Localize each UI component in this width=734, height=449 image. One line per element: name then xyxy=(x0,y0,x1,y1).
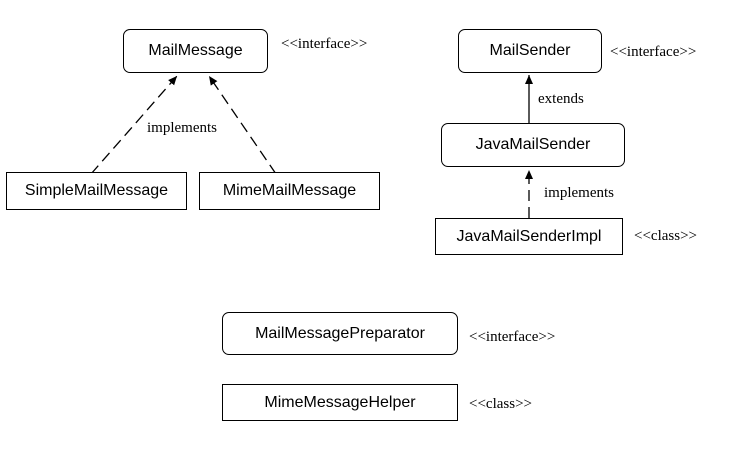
mime-message-helper-stereotype: <<class>> xyxy=(469,396,532,412)
java-mail-sender-implements-label: implements xyxy=(544,185,614,201)
mail-message-stereotype: <<interface>> xyxy=(281,36,368,52)
mail-sender-node: MailSender xyxy=(458,29,602,73)
java-mail-sender-label: JavaMailSender xyxy=(475,136,591,153)
edge-simple-mail-message-to-mail-message xyxy=(90,75,178,175)
mail-message-label: MailMessage xyxy=(148,42,243,59)
mime-message-helper-label: MimeMessageHelper xyxy=(264,393,416,411)
java-mail-sender-impl-label: JavaMailSenderImpl xyxy=(456,227,602,245)
mime-mail-message-node: MimeMailMessage xyxy=(199,172,380,210)
java-mail-sender-impl-stereotype: <<class>> xyxy=(634,228,697,244)
mail-sender-stereotype: <<interface>> xyxy=(610,44,697,60)
mime-message-helper-node: MimeMessageHelper xyxy=(222,384,458,421)
mail-message-implements-label: implements xyxy=(147,120,217,136)
simple-mail-message-label: SimpleMailMessage xyxy=(24,182,169,199)
edge-mime-mail-message-to-mail-message xyxy=(208,75,277,175)
mail-sender-extends-label: extends xyxy=(538,91,584,107)
mime-mail-message-label: MimeMailMessage xyxy=(222,182,357,199)
java-mail-sender-impl-node: JavaMailSenderImpl xyxy=(435,218,623,255)
java-mail-sender-node: JavaMailSender xyxy=(441,123,625,167)
mail-message-preparator-stereotype: <<interface>> xyxy=(469,329,556,345)
simple-mail-message-node: SimpleMailMessage xyxy=(6,172,187,210)
mail-sender-label: MailSender xyxy=(489,42,571,59)
mail-message-preparator-label: MailMessagePreparator xyxy=(255,324,425,342)
mail-message-node: MailMessage xyxy=(123,29,268,73)
mail-message-preparator-node: MailMessagePreparator xyxy=(222,312,458,355)
